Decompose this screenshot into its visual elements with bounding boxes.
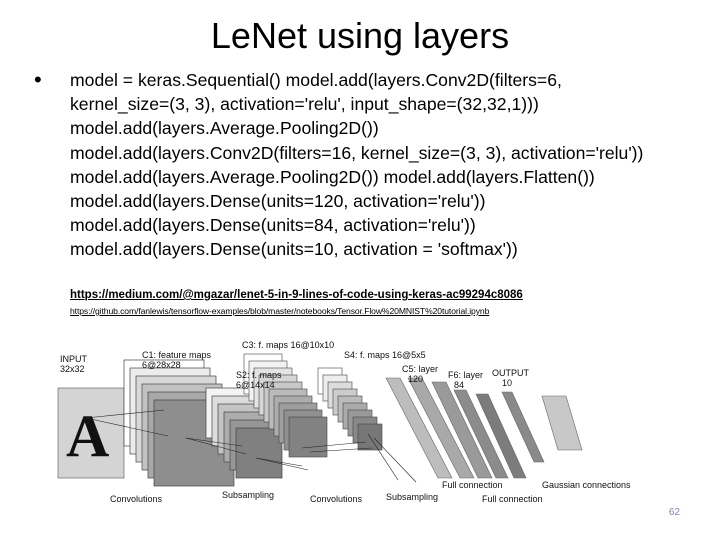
subsampling2-caption: Subsampling bbox=[386, 492, 438, 502]
output-layer bbox=[541, 395, 583, 451]
output-size: 10 bbox=[502, 378, 512, 388]
dense-layers bbox=[385, 377, 545, 479]
conv1-caption: Convolutions bbox=[110, 494, 163, 504]
input-image bbox=[57, 387, 125, 479]
c5-label: C5: layer bbox=[402, 364, 438, 374]
code-line: model.add(layers.Conv2D(filters=16, kern… bbox=[70, 142, 644, 163]
c5-size: 120 bbox=[408, 374, 423, 384]
c1-feature-maps bbox=[123, 359, 235, 487]
output-label: OUTPUT bbox=[492, 368, 530, 378]
conv2-caption: Convolutions bbox=[310, 494, 363, 504]
code-line: model.add(layers.Average.Pooling2D()) bbox=[70, 118, 379, 139]
input-label: INPUT bbox=[60, 354, 88, 364]
slide-title: LeNet using layers bbox=[210, 15, 510, 56]
c3-feature-maps bbox=[243, 353, 328, 458]
medium-link[interactable]: https://medium.com/@mgazar/lenet-5-in-9-… bbox=[70, 289, 523, 301]
github-link[interactable]: https://github.com/fanlewis/tensorflow-e… bbox=[70, 306, 490, 316]
code-line: model.add(layers.Average.Pooling2D()) mo… bbox=[70, 166, 595, 187]
input-glyph: A bbox=[66, 403, 109, 469]
page-number: 62 bbox=[668, 507, 680, 518]
c1-size: 6@28x28 bbox=[142, 360, 181, 370]
full-connection2-caption: Full connection bbox=[482, 494, 543, 504]
code-block: model = keras.Sequential() model.add(lay… bbox=[70, 68, 690, 262]
s2-size: 6@14x14 bbox=[236, 380, 275, 390]
full-connection1-caption: Full connection bbox=[442, 480, 503, 490]
s2-label: S2: f. maps bbox=[236, 370, 282, 380]
input-size: 32x32 bbox=[60, 364, 85, 374]
lenet-diagram: A bbox=[56, 338, 672, 510]
s4-label: S4: f. maps 16@5x5 bbox=[344, 350, 426, 360]
s4-feature-maps bbox=[317, 367, 383, 451]
code-line: model.add(layers.Dense(units=10, activat… bbox=[70, 239, 518, 260]
subsampling1-caption: Subsampling bbox=[222, 490, 274, 500]
code-line: kernel_size=(3, 3), activation='relu', i… bbox=[70, 94, 539, 115]
f6-size: 84 bbox=[454, 380, 464, 390]
f6-label: F6: layer bbox=[448, 370, 483, 380]
code-line: model.add(layers.Dense(units=120, activa… bbox=[70, 191, 486, 212]
code-line: model.add(layers.Dense(units=84, activat… bbox=[70, 215, 476, 236]
gaussian-caption: Gaussian connections bbox=[542, 480, 631, 490]
connection-lines bbox=[85, 409, 417, 483]
c3-label: C3: f. maps 16@10x10 bbox=[242, 340, 334, 350]
c1-label: C1: feature maps bbox=[142, 350, 212, 360]
bullet-marker: • bbox=[34, 67, 42, 92]
code-line: model = keras.Sequential() model.add(lay… bbox=[70, 70, 562, 90]
